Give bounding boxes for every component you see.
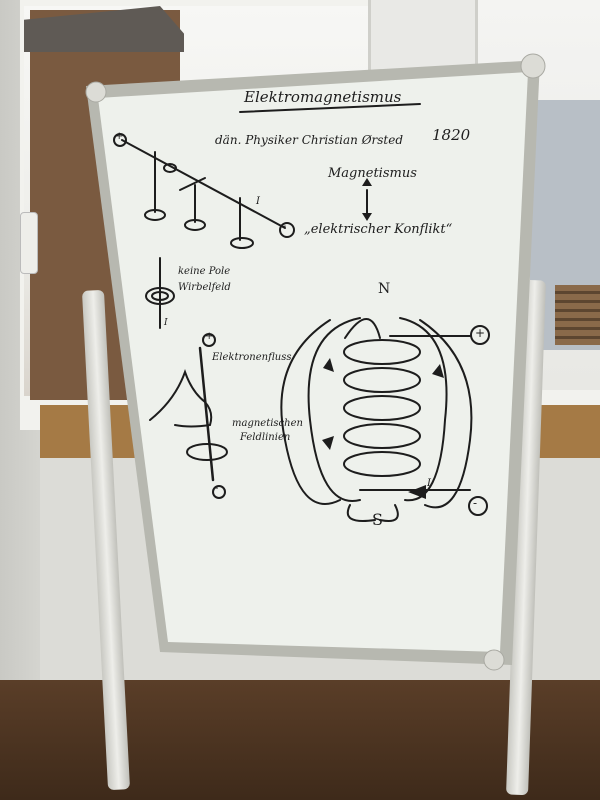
note-magnetic: magnetischen [232, 418, 303, 429]
year-note: 1820 [432, 126, 471, 144]
board-title: Elektromagnetismus [244, 88, 402, 106]
concept-electric-conflict: „elektrischer Konflikt“ [304, 222, 453, 237]
minus-terminal [468, 496, 488, 516]
window-mullion [368, 0, 478, 70]
note-vortex-field: Wirbelfeld [178, 282, 231, 293]
conductor-rod [198, 346, 215, 482]
concept-magnetism: Magnetismus [328, 166, 417, 181]
field-line [346, 504, 376, 522]
coil-turn [343, 451, 421, 477]
frame-corner [520, 53, 546, 79]
minus-terminal [279, 222, 295, 238]
label-south: S [372, 510, 383, 529]
plus-terminal [470, 325, 490, 345]
outside-pallets [555, 285, 600, 345]
physicist-note: dän. Physiker Christian Ørsted [215, 133, 404, 147]
field-line [280, 319, 341, 505]
frame-corner [85, 81, 107, 103]
label-plus: + [205, 331, 214, 342]
field-ring [186, 443, 228, 461]
arrow-up [362, 178, 372, 186]
compass-base [230, 237, 254, 249]
coil-turn [343, 423, 421, 449]
plus-terminal [113, 133, 127, 147]
label-current: I [164, 318, 168, 328]
coil-turn [343, 395, 421, 421]
label-plus: + [115, 131, 124, 142]
label-north: N [378, 281, 391, 297]
coil-turn [343, 339, 421, 365]
compass-needle [163, 163, 177, 173]
compass-base [144, 209, 166, 221]
label-minus: - [215, 483, 219, 494]
hand-outline [149, 369, 213, 428]
frame-corner [483, 649, 505, 671]
solenoid-lead [344, 318, 381, 339]
window-handle [20, 212, 38, 274]
note-field-lines: Feldlinien [240, 432, 291, 443]
field-arrow [322, 436, 334, 450]
label-current: I [427, 478, 431, 489]
arrow-down [362, 213, 372, 221]
label-minus: - [283, 221, 287, 232]
title-underline [239, 103, 421, 113]
label-current: I [256, 196, 260, 207]
note-no-poles: keine Pole [178, 266, 231, 277]
field-loop [151, 291, 169, 301]
plus-terminal [202, 333, 216, 347]
field-arrow [323, 358, 334, 372]
label-minus: - [473, 496, 478, 510]
label-plus: + [475, 326, 486, 340]
minus-terminal [212, 485, 226, 499]
note-electron-flow: Elektronenfluss [212, 352, 292, 363]
current-arrow [408, 485, 426, 499]
field-arrow [432, 364, 444, 378]
wooden-floor [0, 680, 600, 800]
field-line [419, 319, 473, 509]
compass-needle [179, 177, 206, 191]
field-loop [145, 287, 175, 305]
coil-turn [343, 367, 421, 393]
arrowheads [322, 178, 444, 499]
field-line [307, 317, 361, 502]
compass-base [184, 219, 206, 231]
field-line [379, 504, 399, 522]
wire-diagonal [121, 139, 286, 229]
